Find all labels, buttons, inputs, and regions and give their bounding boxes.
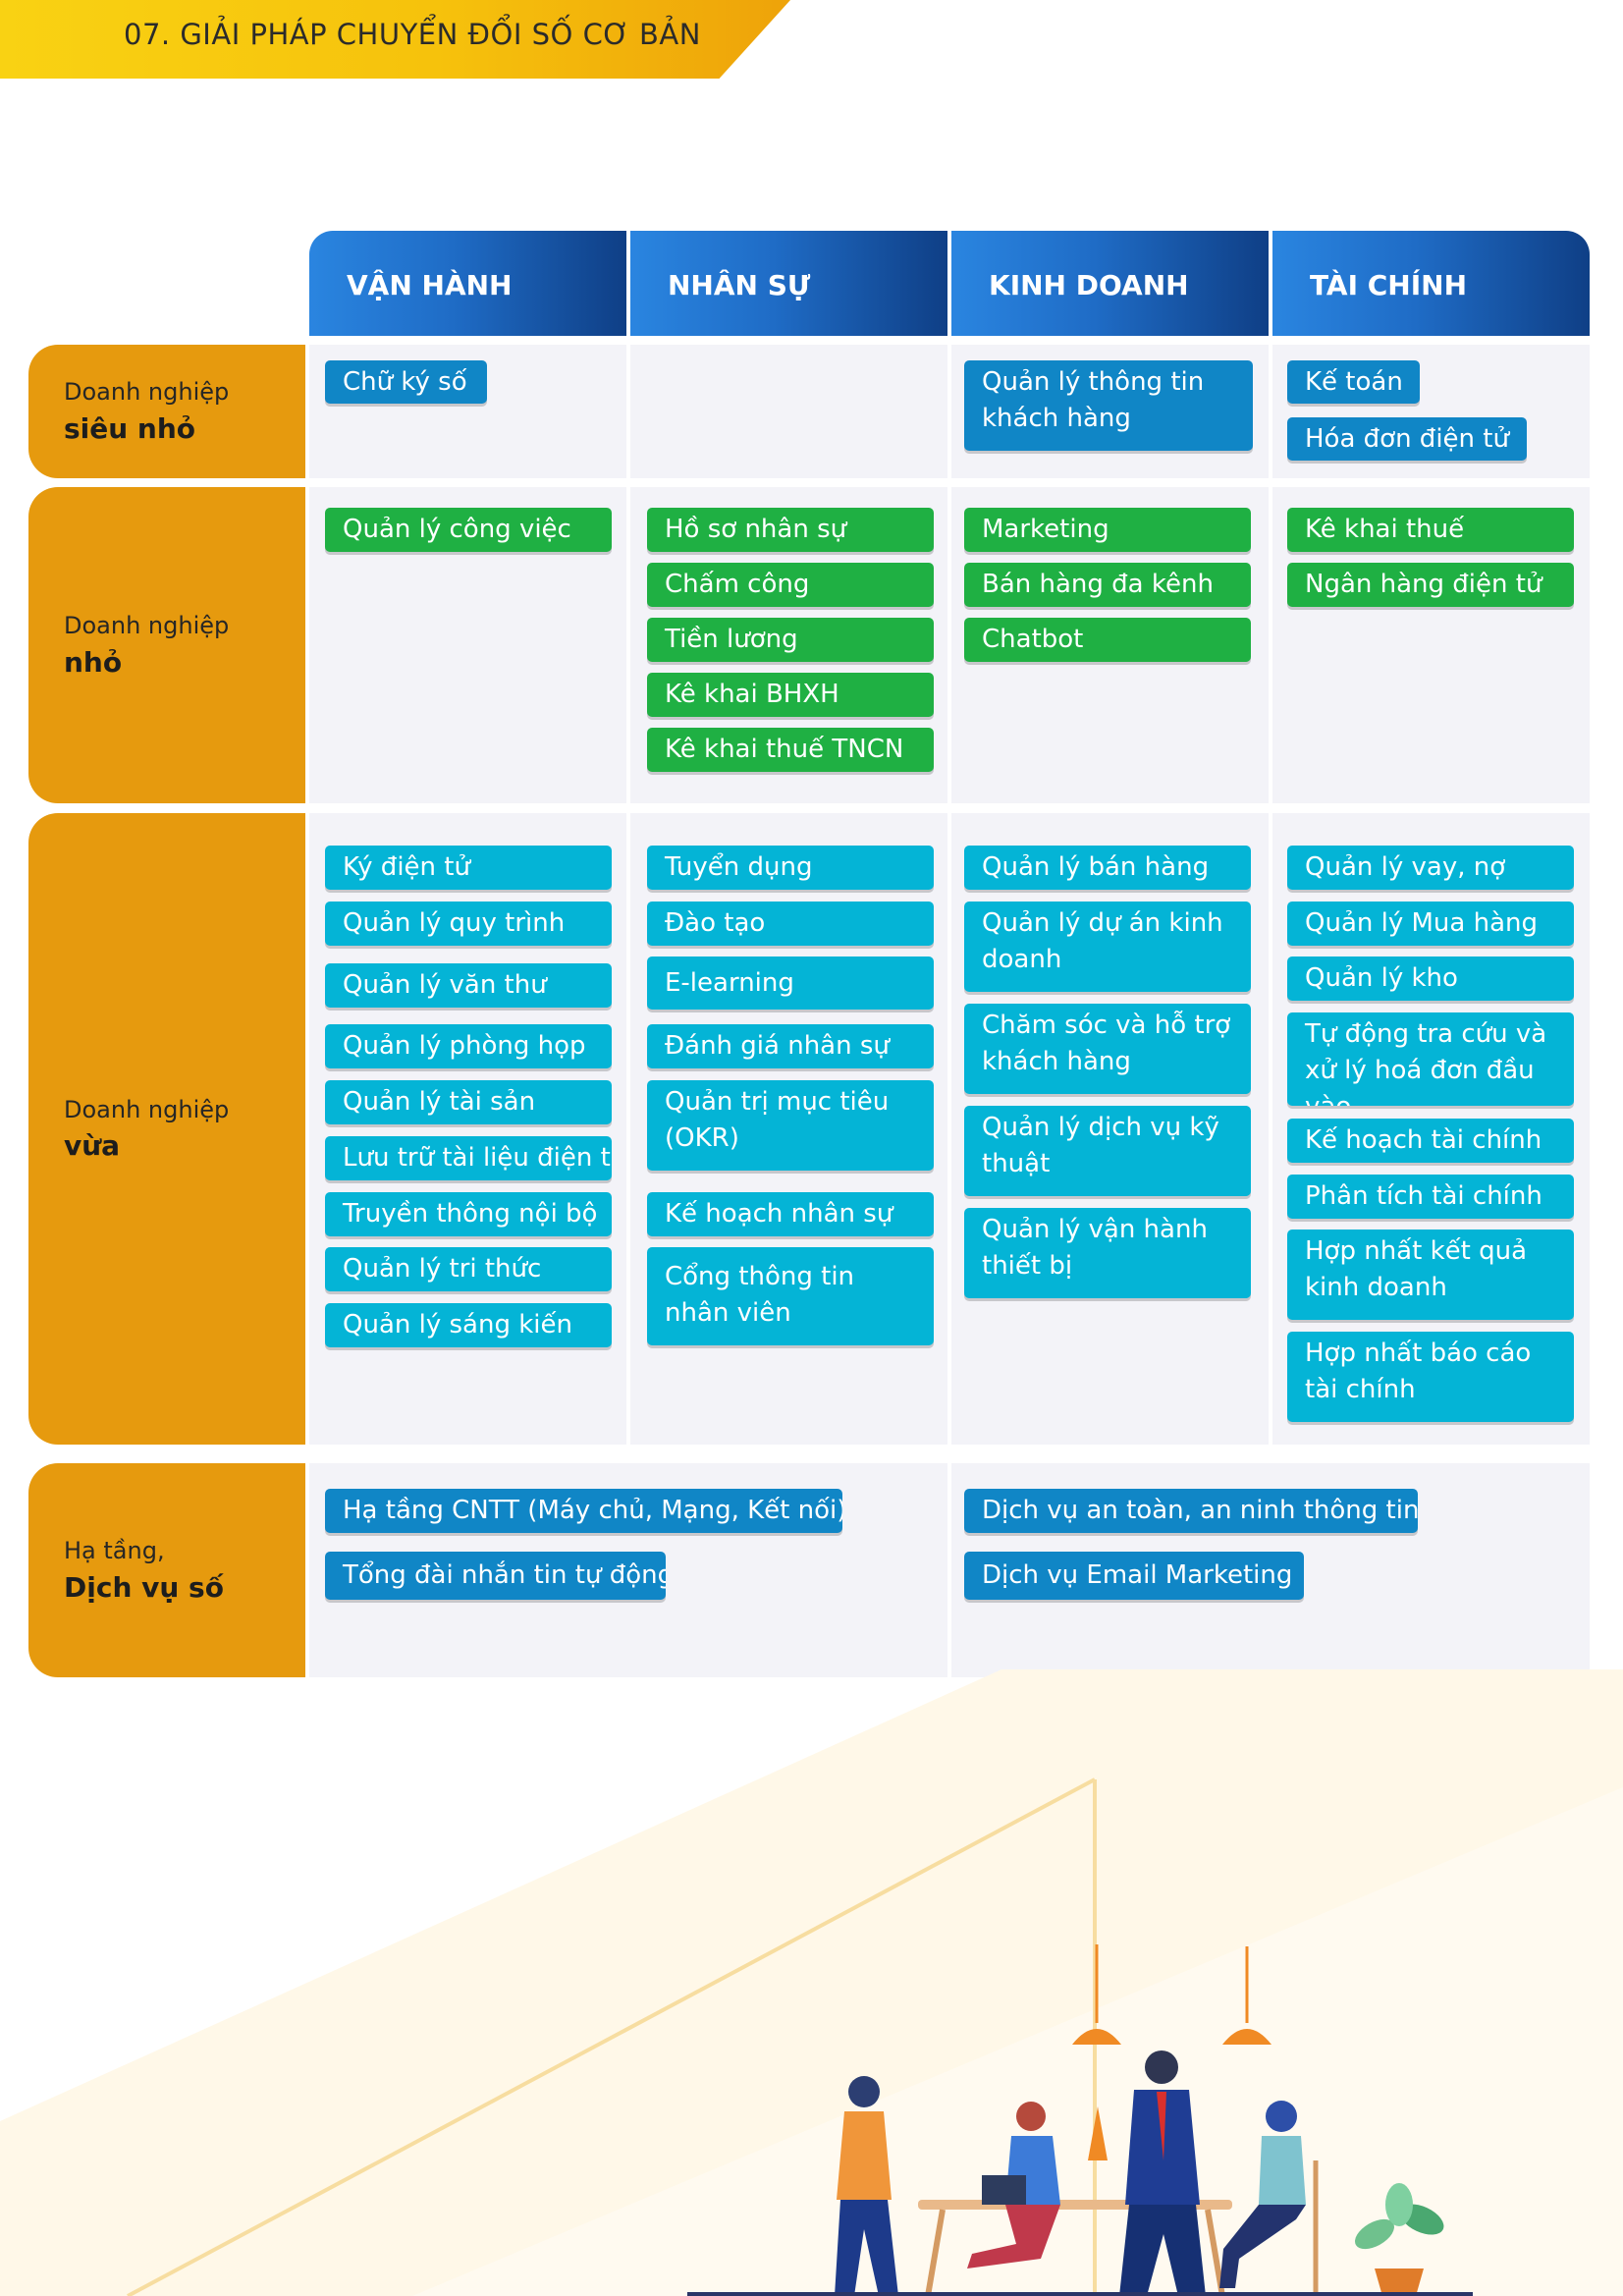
chip-quan-ly-vay-no: Quản lý vay, nợ bbox=[1287, 846, 1574, 890]
chip-quan-ly-van-hanh-thiet-bi: Quản lý vận hành thiết bị bbox=[964, 1208, 1251, 1298]
chip-chatbot: Chatbot bbox=[964, 618, 1251, 662]
header-banner bbox=[0, 0, 790, 79]
row-header-main: siêu nhỏ bbox=[64, 411, 196, 445]
chip-hop-nhat-bao-cao-tai-chinh: Hợp nhất báo cáo tài chính bbox=[1287, 1332, 1574, 1422]
chip-quan-ly-phong-hop: Quản lý phòng họp bbox=[325, 1024, 612, 1068]
cell-bg bbox=[630, 345, 947, 478]
chip-quan-ly-van-thu: Quản lý văn thư bbox=[325, 963, 612, 1008]
page-title: 07. GIẢI PHÁP CHUYỂN ĐỔI SỐ CƠ BẢN bbox=[124, 18, 701, 51]
chip-chu-ky-so: Chữ ký số bbox=[325, 360, 487, 404]
chip-e-learning: E-learning bbox=[647, 957, 934, 1010]
lamp-icon bbox=[1222, 1946, 1271, 2045]
chip-cham-soc-va-ho-tro-khach-hang: Chăm sóc và hỗ trợ khách hàng bbox=[964, 1004, 1251, 1094]
person-icon bbox=[1119, 2050, 1206, 2296]
row-header-sub: Doanh nghiệp bbox=[64, 378, 230, 406]
chip-danh-gia-nhan-su: Đánh giá nhân sự bbox=[647, 1024, 934, 1068]
chip-ky-dien-tu: Ký điện tử bbox=[325, 846, 612, 890]
chip-cham-cong: Chấm công bbox=[647, 563, 934, 607]
row-header-sub: Hạ tầng, bbox=[64, 1537, 165, 1564]
row-header-main: Dịch vụ số bbox=[64, 1570, 224, 1604]
plant-icon bbox=[1355, 2183, 1444, 2296]
chip-truyen-thong-noi-bo: Truyền thông nội bộ bbox=[325, 1192, 612, 1236]
row-header-ha-tang: Hạ tầng, Dịch vụ số bbox=[28, 1463, 305, 1677]
chip-luu-tru-tai-lieu-dien-tu: Lưu trữ tài liệu điện tử bbox=[325, 1136, 612, 1180]
chip-ho-so-nhan-su: Hồ sơ nhân sự bbox=[647, 508, 934, 552]
background-shape bbox=[412, 1787, 1623, 2296]
row-header-main: nhỏ bbox=[64, 645, 123, 679]
chip-ke-khai-bhxh: Kê khai BHXH bbox=[647, 673, 934, 717]
chip-hoa-don-dien-tu: Hóa đơn điện tử bbox=[1287, 417, 1527, 461]
chip-ke-toan: Kế toán bbox=[1287, 360, 1420, 404]
chip-quan-ly-mua-hang: Quản lý Mua hàng bbox=[1287, 902, 1574, 946]
column-header-kinh-doanh: KINH DOANH bbox=[951, 231, 1269, 336]
chip-quan-ly-sang-kien: Quản lý sáng kiến bbox=[325, 1303, 612, 1347]
chip-quan-ly-thong-tin-khach-hang: Quản lý thông tin khách hàng bbox=[964, 360, 1253, 451]
lamp-icon bbox=[1072, 1944, 1121, 2045]
chip-tu-dong-tra-cuu-hoa-don: Tự động tra cứu và xử lý hoá đơn đầu vào bbox=[1287, 1012, 1574, 1106]
row-header-sieu-nho: Doanh nghiệp siêu nhỏ bbox=[28, 345, 305, 478]
chip-ke-khai-thue: Kê khai thuế bbox=[1287, 508, 1574, 552]
chip-phan-tich-tai-chinh: Phân tích tài chính bbox=[1287, 1175, 1574, 1219]
chip-dich-vu-email-marketing: Dịch vụ Email Marketing bbox=[964, 1552, 1304, 1600]
chip-dao-tao: Đào tạo bbox=[647, 902, 934, 946]
chip-ke-hoach-nhan-su: Kế hoạch nhân sự bbox=[647, 1192, 934, 1236]
chip-cong-thong-tin-nhan-vien: Cổng thông tin nhân viên bbox=[647, 1247, 934, 1345]
chip-quan-ly-dich-vu-ky-thuat: Quản lý dịch vụ kỹ thuật bbox=[964, 1106, 1251, 1196]
column-header-nhan-su: NHÂN SỰ bbox=[630, 231, 947, 336]
chip-quan-ly-cong-viec: Quản lý công việc bbox=[325, 508, 612, 552]
person-icon bbox=[1219, 2101, 1319, 2296]
person-icon bbox=[835, 2076, 898, 2296]
chip-tien-luong: Tiền lương bbox=[647, 618, 934, 662]
column-header-tai-chinh: TÀI CHÍNH bbox=[1272, 231, 1590, 336]
chip-quan-ly-kho: Quản lý kho bbox=[1287, 957, 1574, 1001]
chip-quan-tri-muc-tieu-okr: Quản trị mục tiêu (OKR) bbox=[647, 1080, 934, 1171]
chip-quan-ly-du-an-kinh-doanh: Quản lý dự án kinh doanh bbox=[964, 902, 1251, 992]
chip-ngan-hang-dien-tu: Ngân hàng điện tử bbox=[1287, 563, 1574, 607]
chip-tong-dai-nhan-tin: Tổng đài nhắn tin tự động bbox=[325, 1552, 666, 1600]
chip-tuyen-dung: Tuyển dụng bbox=[647, 846, 934, 890]
chip-quan-ly-tai-san: Quản lý tài sản bbox=[325, 1080, 612, 1124]
chip-ban-hang-da-kenh: Bán hàng đa kênh bbox=[964, 563, 1251, 607]
chip-quan-ly-ban-hang: Quản lý bán hàng bbox=[964, 846, 1251, 890]
row-header-sub: Doanh nghiệp bbox=[64, 612, 230, 639]
chip-ke-khai-thue-tncn: Kê khai thuế TNCN bbox=[647, 728, 934, 772]
chip-hop-nhat-ket-qua-kinh-doanh: Hợp nhất kết quả kinh doanh bbox=[1287, 1230, 1574, 1320]
chip-marketing: Marketing bbox=[964, 508, 1251, 552]
office-illustration bbox=[0, 1669, 1623, 2296]
row-header-main: vừa bbox=[64, 1129, 121, 1163]
chip-dich-vu-an-toan-an-ninh: Dịch vụ an toàn, an ninh thông tin bbox=[964, 1489, 1418, 1533]
row-header-sub: Doanh nghiệp bbox=[64, 1095, 230, 1123]
row-header-nho: Doanh nghiệp nhỏ bbox=[28, 487, 305, 803]
chip-quan-ly-tri-thuc: Quản lý tri thức bbox=[325, 1247, 612, 1291]
floor-line bbox=[687, 2292, 1473, 2296]
person-icon bbox=[967, 2102, 1060, 2269]
column-header-van-hanh: VẬN HÀNH bbox=[309, 231, 626, 336]
chip-ke-hoach-tai-chinh: Kế hoạch tài chính bbox=[1287, 1119, 1574, 1163]
row-header-vua: Doanh nghiệp vừa bbox=[28, 813, 305, 1445]
chip-ha-tang-cntt: Hạ tầng CNTT (Máy chủ, Mạng, Kết nối) bbox=[325, 1489, 842, 1533]
decor-line bbox=[127, 1777, 1096, 2296]
chip-quan-ly-quy-trinh: Quản lý quy trình bbox=[325, 902, 612, 946]
